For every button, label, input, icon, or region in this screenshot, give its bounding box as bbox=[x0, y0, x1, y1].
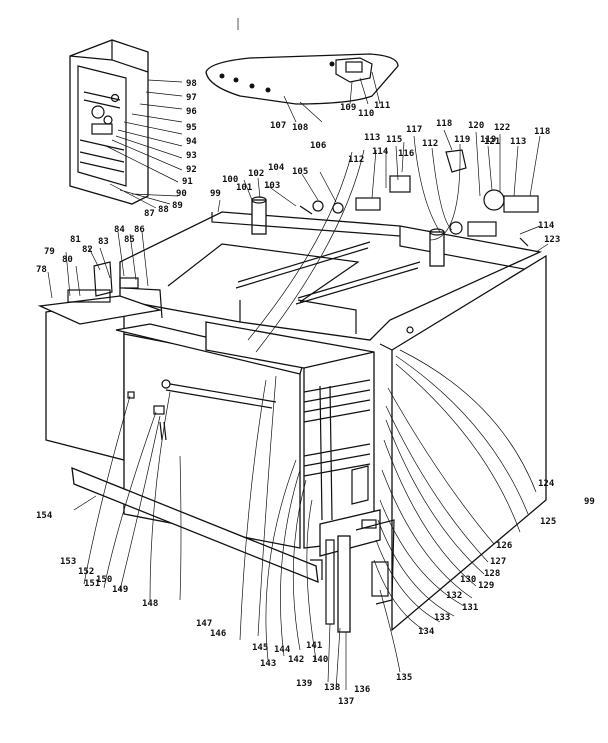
callout-89: 89 bbox=[172, 201, 183, 211]
callout-113-right: 113 bbox=[510, 137, 526, 147]
callout-109: 109 bbox=[340, 103, 356, 113]
callout-99-right: 99 bbox=[584, 497, 595, 507]
callout-153: 153 bbox=[60, 557, 76, 567]
callout-118-left: 118 bbox=[436, 119, 452, 129]
callout-100: 100 bbox=[222, 175, 238, 185]
callout-149: 149 bbox=[112, 585, 128, 595]
callout-labels: 78 79 80 81 82 83 84 85 86 87 88 89 90 9… bbox=[36, 79, 595, 707]
callout-123: 123 bbox=[544, 235, 560, 245]
callout-94: 94 bbox=[186, 137, 197, 147]
callout-107: 107 bbox=[270, 121, 286, 131]
callout-135: 135 bbox=[396, 673, 412, 683]
burner-box-inset bbox=[69, 39, 183, 209]
callout-81: 81 bbox=[70, 235, 81, 245]
callout-83: 83 bbox=[98, 237, 109, 247]
callout-151: 151 bbox=[84, 579, 100, 589]
callout-112-left: 112 bbox=[348, 155, 364, 165]
callout-91: 91 bbox=[182, 177, 193, 187]
callout-97: 97 bbox=[186, 93, 197, 103]
callout-80: 80 bbox=[62, 255, 73, 265]
callout-86: 86 bbox=[134, 225, 145, 235]
leader-lines bbox=[47, 129, 549, 691]
callout-87: 87 bbox=[144, 209, 155, 219]
callout-150: 150 bbox=[96, 575, 112, 585]
callout-122: 122 bbox=[494, 123, 510, 133]
callout-134: 134 bbox=[418, 627, 435, 637]
callout-95: 95 bbox=[186, 123, 197, 133]
callout-142: 142 bbox=[288, 655, 304, 665]
callout-147: 147 bbox=[196, 619, 212, 629]
callout-119-mid: 119 bbox=[480, 135, 496, 145]
callout-120: 120 bbox=[468, 121, 484, 131]
callout-92: 92 bbox=[186, 165, 197, 175]
callout-129: 129 bbox=[478, 581, 494, 591]
callout-79: 79 bbox=[44, 247, 55, 257]
callout-114-top: 114 bbox=[372, 147, 389, 157]
callout-115: 115 bbox=[386, 135, 402, 145]
callout-128: 128 bbox=[484, 569, 500, 579]
callout-104: 104 bbox=[268, 163, 285, 173]
callout-131: 131 bbox=[462, 603, 478, 613]
callout-108: 108 bbox=[292, 123, 308, 133]
callout-124: 124 bbox=[538, 479, 555, 489]
callout-127: 127 bbox=[490, 557, 506, 567]
callout-117: 117 bbox=[406, 125, 422, 135]
callout-141: 141 bbox=[306, 641, 322, 651]
front-door bbox=[115, 323, 305, 549]
callout-85: 85 bbox=[124, 235, 135, 245]
callout-93: 93 bbox=[186, 151, 197, 161]
callout-78: 78 bbox=[36, 265, 47, 275]
callout-139: 139 bbox=[296, 679, 312, 689]
kick-plate bbox=[71, 466, 323, 584]
callout-121: 121 bbox=[484, 137, 500, 147]
callout-106: 106 bbox=[310, 141, 326, 151]
callout-119-left: 119 bbox=[454, 135, 470, 145]
callout-99-top: 99 bbox=[210, 189, 221, 199]
callout-101: 101 bbox=[236, 183, 252, 193]
callout-88: 88 bbox=[158, 205, 169, 215]
callout-113-left: 113 bbox=[364, 133, 380, 143]
callout-154: 154 bbox=[36, 511, 53, 521]
callout-146: 146 bbox=[210, 629, 226, 639]
lower-assembly bbox=[319, 509, 395, 633]
callout-152: 152 bbox=[78, 567, 94, 577]
callout-144: 144 bbox=[274, 645, 291, 655]
callout-112-right: 112 bbox=[422, 139, 438, 149]
callout-102: 102 bbox=[248, 169, 264, 179]
callout-98: 98 bbox=[186, 79, 197, 89]
callout-105: 105 bbox=[292, 167, 308, 177]
callout-82: 82 bbox=[82, 245, 93, 255]
callout-137: 137 bbox=[338, 697, 354, 707]
left-side-panel bbox=[37, 261, 163, 461]
right-side-panel bbox=[379, 254, 547, 632]
callout-116: 116 bbox=[398, 149, 414, 159]
callout-126: 126 bbox=[496, 541, 512, 551]
callout-138: 138 bbox=[324, 683, 340, 693]
callout-130: 130 bbox=[460, 575, 476, 585]
callout-96: 96 bbox=[186, 107, 197, 117]
callout-133: 133 bbox=[434, 613, 450, 623]
callout-140: 140 bbox=[312, 655, 328, 665]
callout-125: 125 bbox=[540, 517, 556, 527]
callout-118-right: 118 bbox=[534, 127, 550, 137]
callout-103: 103 bbox=[264, 181, 280, 191]
cover-plate bbox=[205, 53, 399, 123]
callout-111: 111 bbox=[374, 101, 390, 111]
callout-136: 136 bbox=[354, 685, 370, 695]
callout-132: 132 bbox=[446, 591, 462, 601]
callout-90: 90 bbox=[176, 189, 187, 199]
callout-145: 145 bbox=[252, 643, 268, 653]
range-top bbox=[119, 149, 543, 341]
oven-interior bbox=[205, 321, 375, 549]
callout-110: 110 bbox=[358, 109, 374, 119]
callout-84: 84 bbox=[114, 225, 125, 235]
callout-143: 143 bbox=[260, 659, 276, 669]
callout-148: 148 bbox=[142, 599, 158, 609]
callout-114-right: 114 bbox=[538, 221, 555, 231]
